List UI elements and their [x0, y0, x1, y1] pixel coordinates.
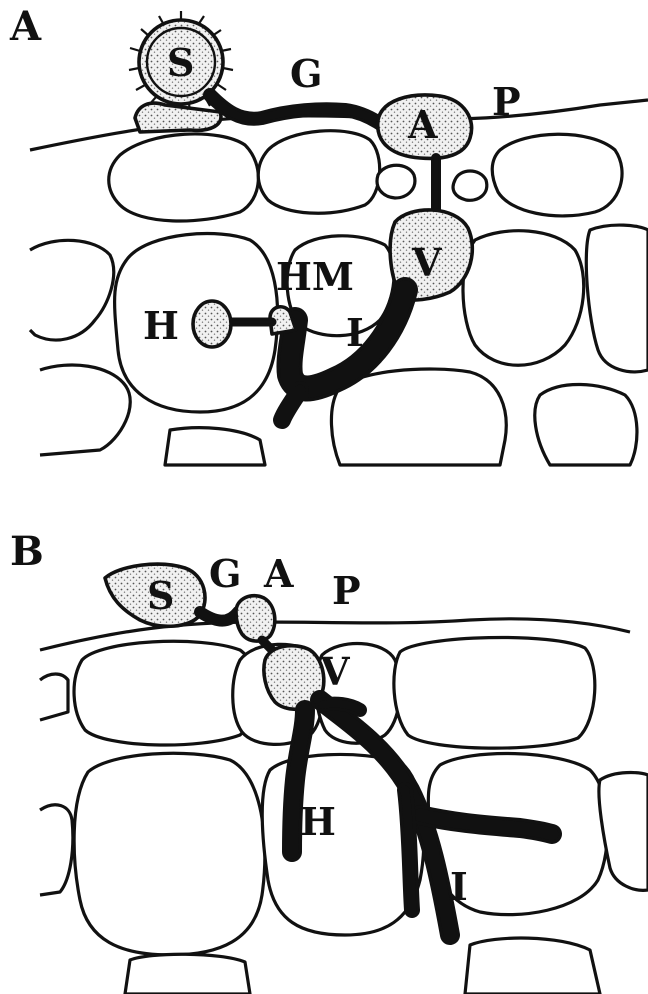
panel-b-label-appressorium: A — [263, 551, 294, 596]
panel-a-label-haustorial-mother-cell: HM — [276, 254, 354, 299]
panel-b-mesophyll-cell — [599, 773, 648, 891]
panel-b-label-infection-hypha: I — [450, 864, 468, 909]
panel-b-label-p: P — [332, 568, 361, 613]
panel-a-label: A — [9, 3, 42, 50]
panel-a-label-germ-tube: G — [290, 51, 322, 96]
panel-b-mesophyll-cell — [74, 753, 265, 955]
panel-a-label-infection-hypha: I — [346, 310, 364, 355]
panel-a-label-vesicle: V — [411, 240, 443, 285]
panel-b-epidermal-cell — [394, 637, 595, 748]
panel-a-mesophyll-cell — [586, 225, 648, 372]
panel-a-haustorium — [193, 301, 231, 347]
panel-b-label-germ-tube: G — [209, 551, 241, 596]
panel-a-epidermal-cell — [258, 131, 379, 214]
panel-b-label: B — [10, 528, 44, 575]
panel-b-label-haustorium: H — [300, 799, 336, 844]
panel-a-label-spore: S — [167, 40, 194, 85]
panel-b: B — [10, 528, 648, 994]
panel-a-epidermal-cell — [377, 165, 415, 198]
panel-a-mesophyll-cell — [331, 369, 506, 465]
panel-b-appressorium — [236, 596, 275, 641]
panel-b-mesophyll-cell — [465, 938, 600, 994]
panel-b-label-vesicle: V — [319, 649, 351, 694]
panel-b-mesophyll-cell — [40, 805, 73, 895]
panel-a-mesophyll-cell — [40, 365, 130, 455]
panel-a-mesophyll-cell — [30, 240, 114, 340]
panel-a-label-appressorium: A — [407, 102, 438, 147]
panel-a-label-p: P — [492, 79, 521, 124]
panel-a-epidermal-cell — [492, 134, 622, 216]
panel-a-mesophyll-cell — [165, 428, 265, 465]
panel-a: A — [9, 3, 648, 465]
panel-a-epidermal-cell — [109, 134, 259, 221]
panel-b-label-spore: S — [147, 573, 174, 618]
panel-a-mesophyll-cell — [463, 231, 584, 366]
panel-a-label-haustorium: H — [143, 303, 179, 348]
panel-b-mesophyll-cell — [125, 954, 250, 994]
panel-a-epidermal-cell — [453, 171, 487, 200]
panel-a-spore-mucilage — [135, 103, 221, 132]
panel-b-epidermal-cell — [40, 674, 68, 720]
panel-a-mesophyll-cell — [535, 384, 637, 465]
panel-b-epidermal-cell — [74, 641, 255, 745]
